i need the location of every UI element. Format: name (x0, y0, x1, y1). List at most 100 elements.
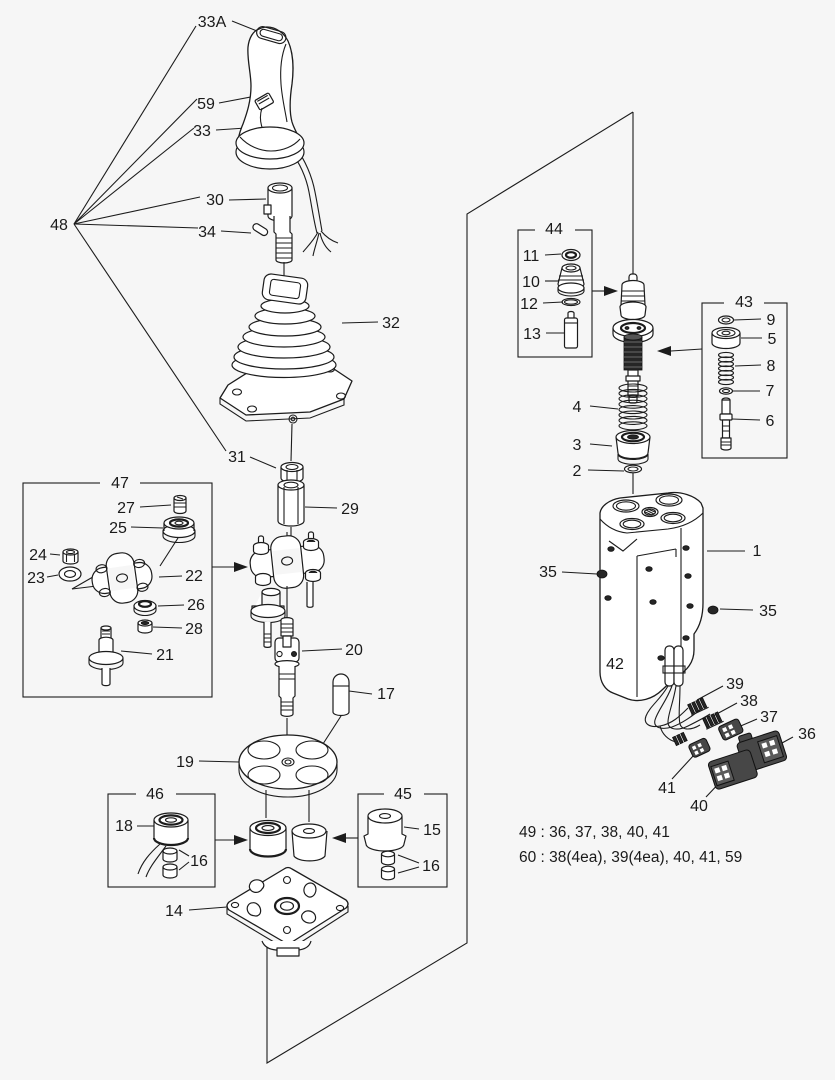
notes: 49 : 36, 37, 38, 40, 41 60 : 38(4ea), 39… (519, 824, 742, 866)
part-label-1: 1 (753, 543, 762, 560)
part-label-3: 3 (573, 437, 582, 454)
part-35-plug-left (596, 569, 608, 579)
part-12-oring (561, 297, 581, 307)
pin-connector-extra (672, 731, 688, 747)
part-3-cup (615, 429, 651, 465)
part-7-washer (718, 387, 734, 395)
group-label-47: 47 (111, 475, 129, 492)
plunger-with-rings (248, 819, 288, 858)
boundary-outline (266, 111, 634, 1064)
part-label-8: 8 (767, 358, 776, 375)
part-label-24: 24 (29, 547, 47, 564)
part-label-18: 18 (115, 818, 133, 835)
part-17-pin (332, 673, 350, 717)
part-label-6: 6 (766, 413, 775, 430)
center-plungers (248, 819, 328, 862)
handle-base-upper (235, 126, 305, 160)
group-label-45: 45 (394, 786, 412, 803)
part-5-seat (711, 326, 741, 350)
part-6-spool (719, 397, 733, 451)
part-42-sensor (662, 645, 686, 687)
central-valve-stack (612, 273, 654, 494)
part-label-10: 10 (522, 274, 540, 291)
leader-lines (46, 20, 794, 911)
kidney-holes (246, 879, 317, 924)
part-label-16-right: 16 (422, 858, 440, 875)
threaded-stem (273, 216, 293, 276)
part-25-bushing (162, 516, 196, 544)
part-29-spacer (277, 479, 305, 544)
part-label-9: 9 (767, 312, 776, 329)
part-24-nut (62, 548, 79, 565)
part-26-bushing (133, 599, 157, 617)
part-21-rod (88, 625, 124, 687)
part-4-spring (618, 383, 648, 431)
part-30-cylinder (263, 182, 293, 222)
connector-37 (718, 718, 744, 741)
box-label-patches (100, 222, 764, 802)
part-label-13: 13 (523, 326, 541, 343)
part-16-cylinders-left (162, 847, 178, 879)
part-label-36: 36 (798, 726, 816, 743)
part-19-disc (238, 734, 338, 798)
part-label-34: 34 (198, 224, 216, 241)
part-label-33: 33 (193, 123, 211, 140)
lower-flange-part (250, 587, 286, 648)
part-14-plate (226, 866, 349, 957)
part-label-39: 39 (726, 676, 744, 693)
group-label-43: 43 (735, 294, 753, 311)
part-label-23: 23 (27, 570, 45, 587)
fan-lines-48 (73, 25, 227, 452)
part-label-7: 7 (766, 383, 775, 400)
part-label-40: 40 (690, 798, 708, 815)
part-label-33A: 33A (198, 14, 227, 31)
handle-assembly (235, 26, 339, 276)
part-label-15: 15 (423, 822, 441, 839)
part-8-spring (717, 351, 735, 386)
switch-connector (254, 92, 274, 111)
part-label-37: 37 (760, 709, 778, 726)
part-label-38: 38 (740, 693, 758, 710)
crossplate-assembled-unit (238, 531, 350, 822)
part-label-35-left: 35 (539, 564, 557, 581)
bellows-assembly (219, 273, 353, 544)
part-label-30: 30 (206, 192, 224, 209)
part-18-sensor (137, 812, 190, 878)
part-15-cap (363, 808, 407, 852)
part-20-joint (274, 617, 300, 748)
connector-40 (707, 749, 758, 790)
group-box-45 (332, 793, 448, 888)
part-28-nut (137, 619, 153, 634)
threaded-spool-dark (623, 333, 643, 371)
spool-tip (625, 369, 641, 404)
part-22-crossplate (91, 552, 153, 604)
note-line-2: 60 : 38(4ea), 39(4ea), 40, 41, 59 (519, 849, 742, 866)
part-label-25: 25 (109, 520, 127, 537)
part-label-48: 48 (50, 217, 68, 234)
part-label-28: 28 (185, 621, 203, 638)
part-23-washer (58, 566, 82, 582)
group-box-46 (107, 793, 248, 888)
connector-41 (688, 737, 711, 758)
frayed-wires (302, 230, 339, 257)
part-label-19: 19 (176, 754, 194, 771)
part-label-14: 14 (165, 903, 183, 920)
wire-harness-group (644, 645, 788, 790)
part-13-filter (563, 310, 579, 349)
part-9-ring (717, 315, 735, 325)
part-34-pin (252, 223, 269, 237)
part-label-22: 22 (185, 568, 203, 585)
part-27-screw (173, 494, 187, 515)
part-label-16-left: 16 (190, 853, 208, 870)
part-label-26: 26 (187, 597, 205, 614)
lobe-nuts (252, 531, 322, 587)
part-label-32: 32 (382, 315, 400, 332)
group-box-47 (22, 482, 248, 698)
part-label-31: 31 (228, 449, 246, 466)
part-32-bellows (231, 273, 337, 379)
part-label-27: 27 (117, 500, 135, 517)
group-label-46: 46 (146, 786, 164, 803)
part-35-plug-right (707, 605, 719, 615)
